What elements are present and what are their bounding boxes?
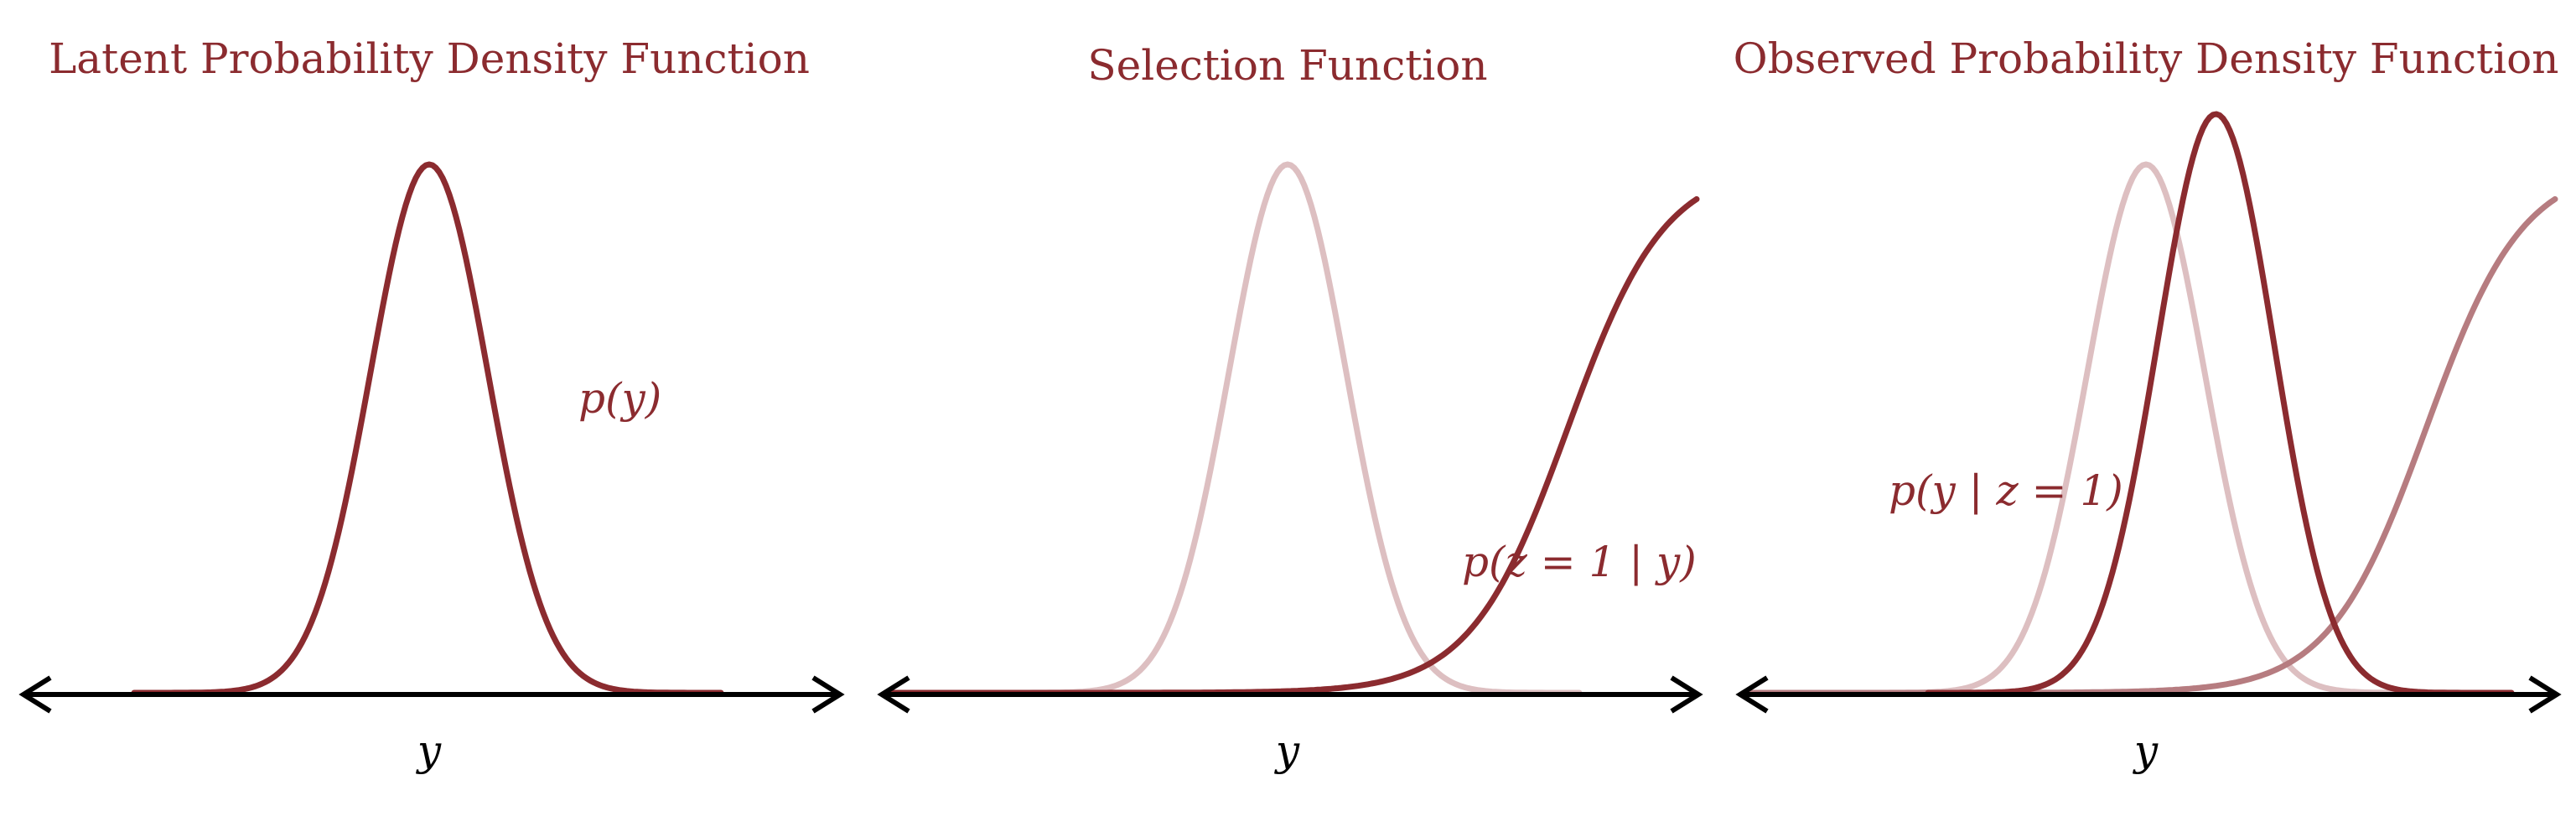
- panel-latent-plot: [18, 161, 845, 714]
- curve-label: p(y): [578, 374, 662, 423]
- axis-label: y: [2133, 726, 2159, 775]
- observed-density-curve: [1925, 111, 2515, 696]
- panel-title: Selection Function: [1087, 41, 1488, 90]
- selection-function-curve: [889, 195, 1700, 696]
- axis-label: y: [1275, 726, 1300, 775]
- panel-title: Observed Probability Density Function: [1733, 34, 2559, 83]
- latent-density-curve: [131, 161, 724, 696]
- curve-label: p(y | z = 1): [1889, 466, 2123, 515]
- faded-selection-function-curve: [1747, 195, 2558, 696]
- axis-label: y: [417, 726, 442, 775]
- panel-title: Latent Probability Density Function: [49, 34, 810, 83]
- y-axis-arrow: [1735, 675, 2562, 714]
- curve-label: p(z = 1 | y): [1462, 538, 1697, 586]
- panel-observed: Observed Probability Density Function p(…: [1717, 0, 2575, 827]
- faded-latent-density-curve: [989, 161, 1583, 696]
- panel-observed-plot: [1735, 111, 2562, 714]
- y-axis-arrow: [877, 675, 1703, 714]
- panel-selection: Selection Function p(z = 1 | y) y: [858, 0, 1717, 827]
- panel-selection-plot: [877, 161, 1703, 714]
- panel-latent: Latent Probability Density Function p(y)…: [0, 0, 858, 827]
- y-axis-arrow: [18, 675, 845, 714]
